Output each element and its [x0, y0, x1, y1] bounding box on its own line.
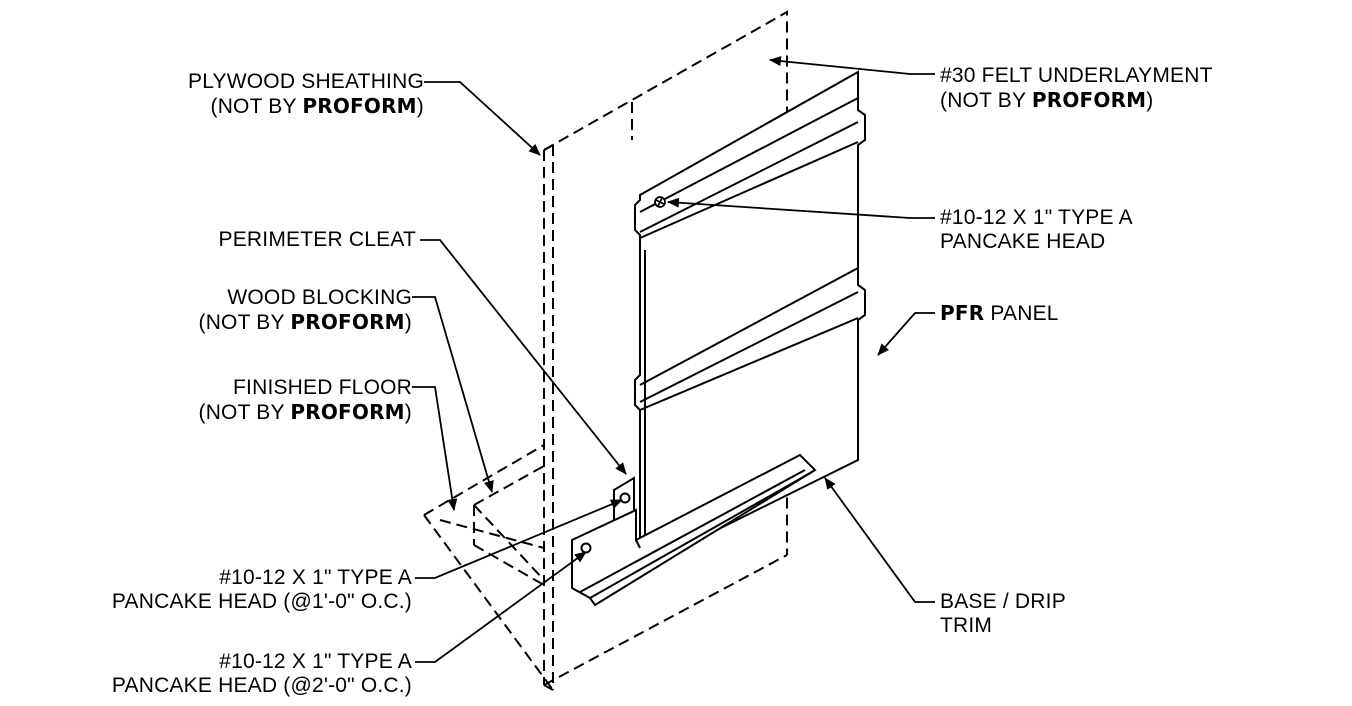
screw-top — [654, 196, 666, 208]
label-felt-underlayment: #30 FELT UNDERLAYMENT (NOT BY PROFORM) — [940, 64, 1213, 112]
pfr-panel — [634, 70, 866, 570]
label-base-drip-trim: BASE / DRIP TRIM — [940, 590, 1066, 637]
floor-and-blocking — [423, 444, 554, 691]
base-drip-trim — [571, 453, 817, 607]
label-plywood-sheathing: PLYWOOD SHEATHING (NOT BY PROFORM) — [188, 70, 424, 118]
label-wood-blocking: WOOD BLOCKING (NOT BY PROFORM) — [198, 286, 412, 334]
label-screw-top: #10-12 X 1" TYPE A PANCAKE HEAD — [940, 206, 1133, 253]
label-pfr-panel: PFR PANEL — [940, 301, 1059, 325]
label-screw-2ft: #10-12 X 1" TYPE A PANCAKE HEAD (@2'-0" … — [111, 650, 412, 697]
leader-lines — [412, 56, 935, 663]
label-perimeter-cleat: PERIMETER CLEAT — [218, 228, 416, 251]
label-finished-floor: FINISHED FLOOR (NOT BY PROFORM) — [198, 376, 412, 424]
label-screw-1ft: #10-12 X 1" TYPE A PANCAKE HEAD (@1'-0" … — [111, 566, 412, 613]
plywood-sheathing — [543, 10, 788, 691]
